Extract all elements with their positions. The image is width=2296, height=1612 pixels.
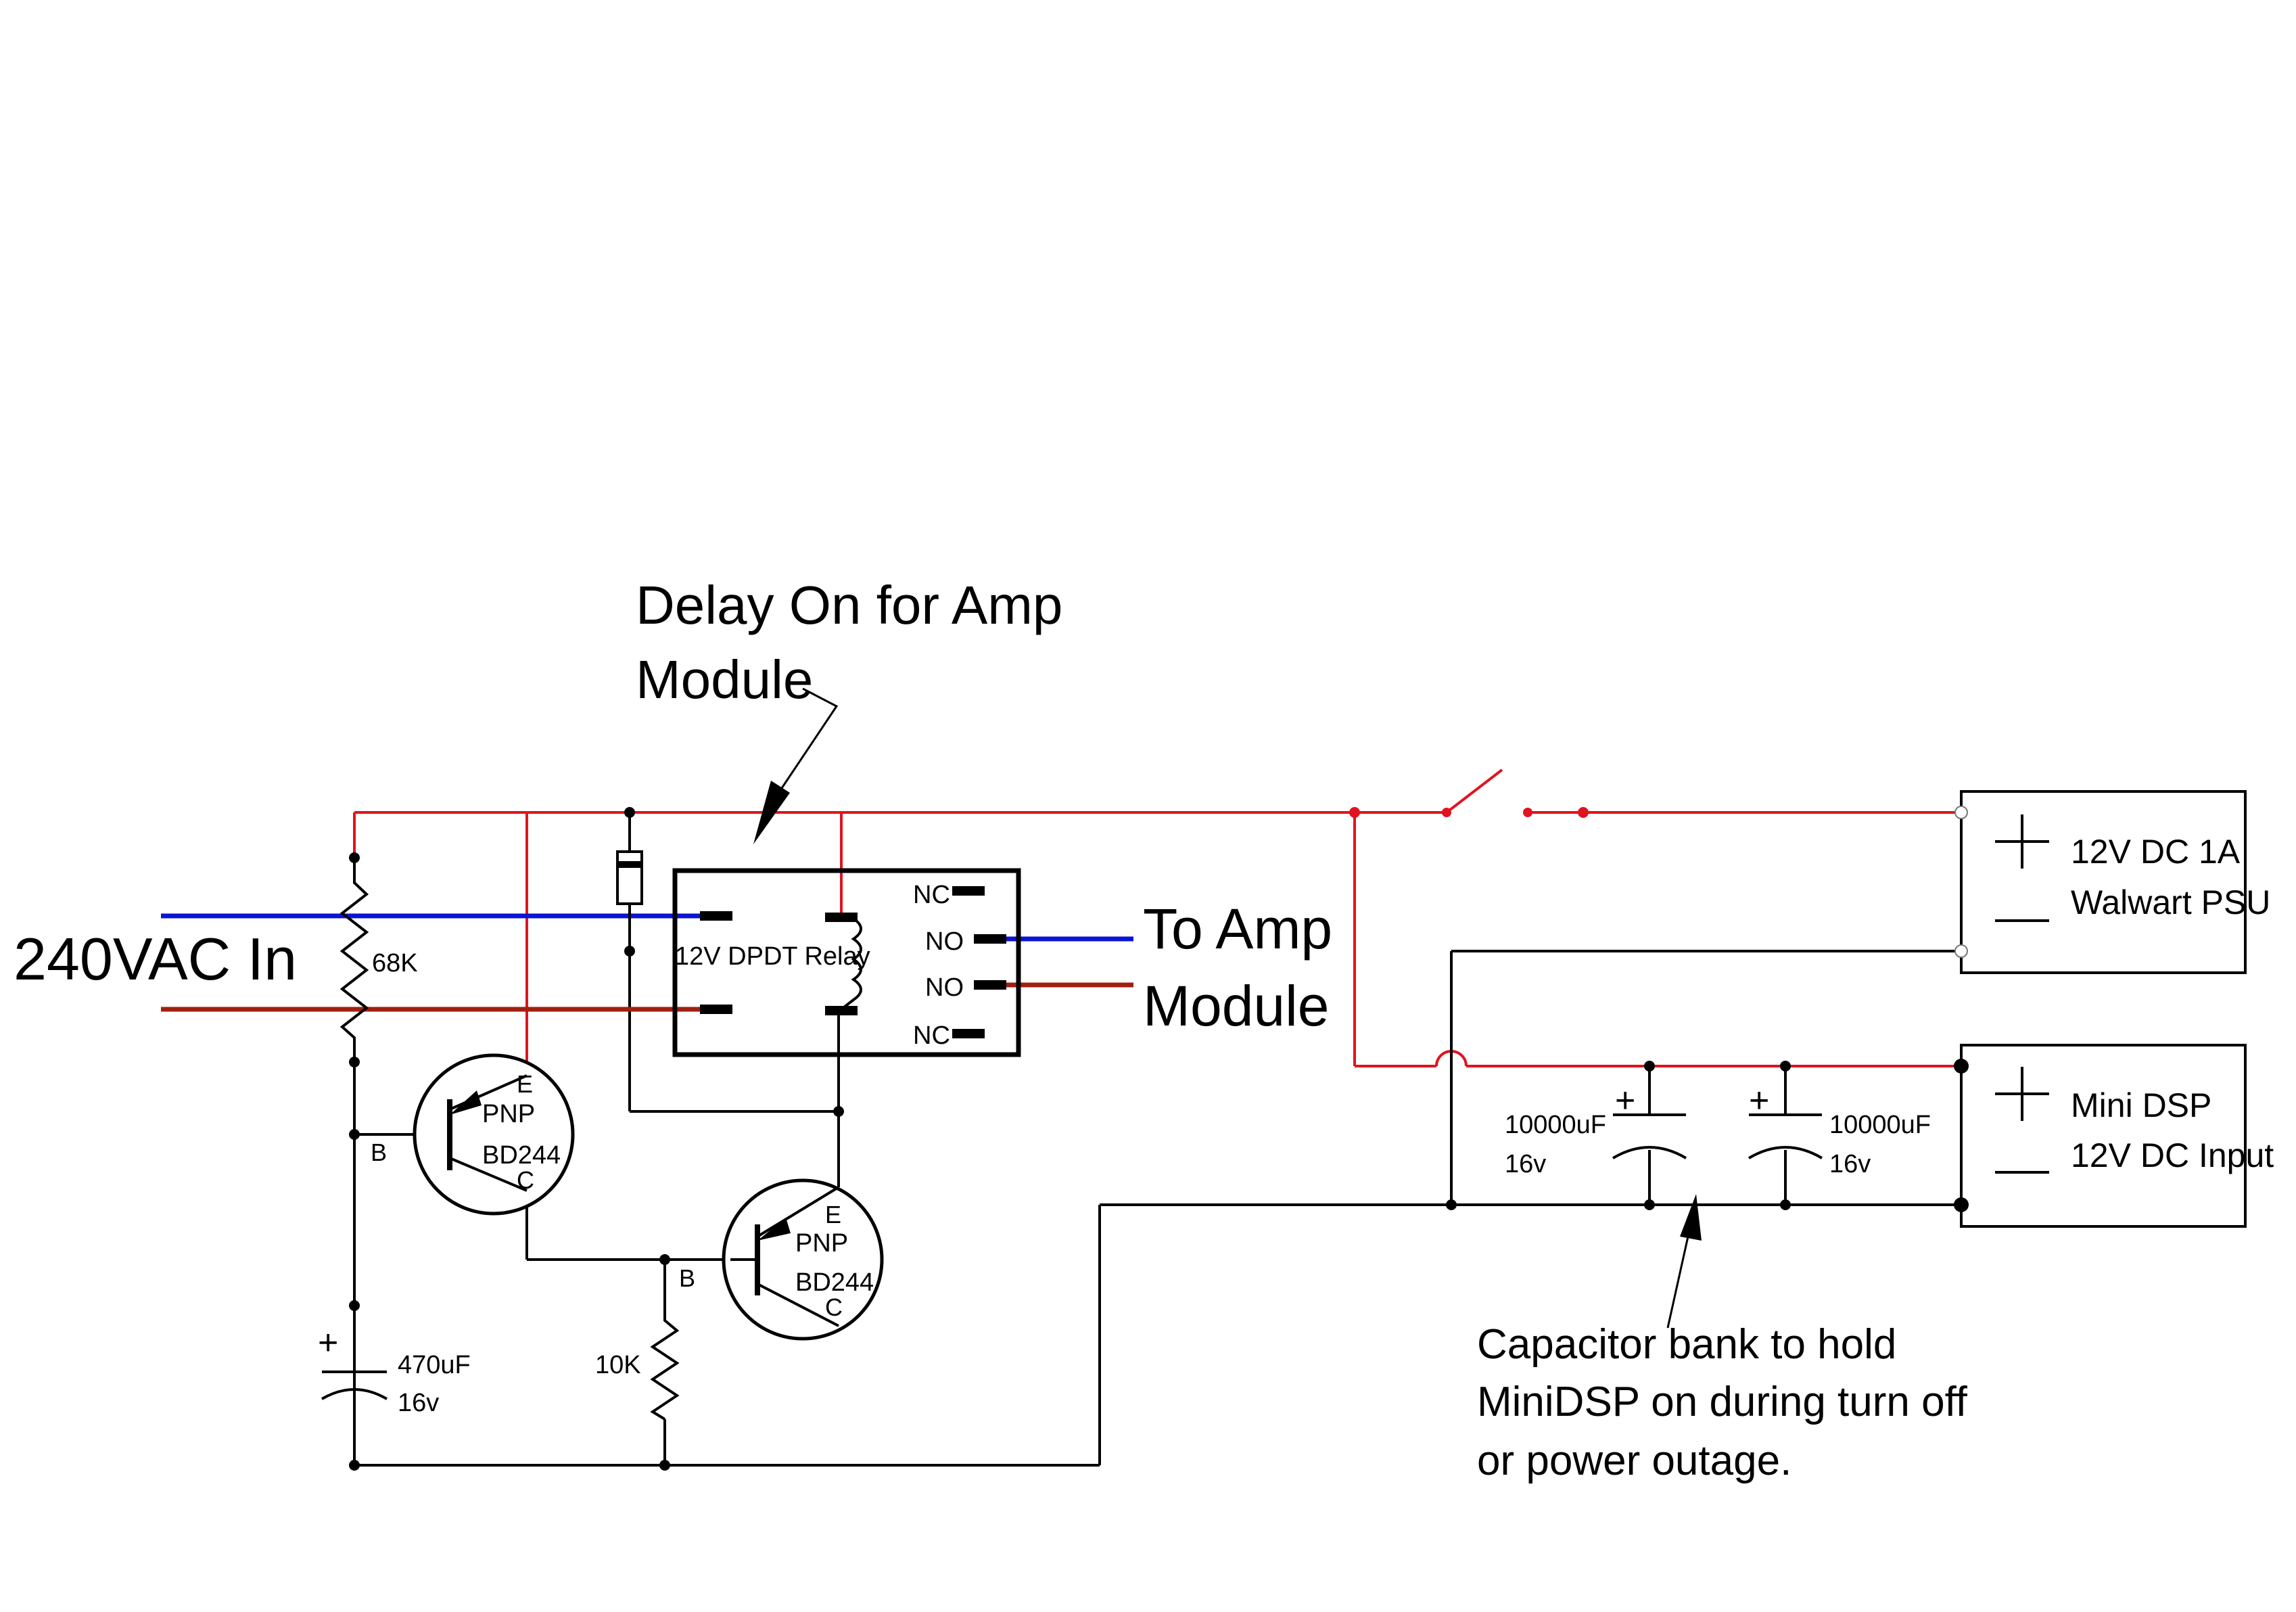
psu-block <box>1954 790 2247 974</box>
q1-base-pin: B <box>371 1138 387 1166</box>
q1-type: PNP <box>482 1100 535 1128</box>
relay-pin-nc-top: NC <box>913 881 950 909</box>
transistor-q1 <box>413 1053 575 1216</box>
dsp-label-line2: 12V DC Input <box>2071 1136 2274 1174</box>
junction-dots <box>349 807 1969 1471</box>
delay-note-line1: Delay On for Amp <box>636 575 1062 635</box>
q1-part: BD244 <box>482 1141 561 1170</box>
q1-collector-pin: C <box>517 1166 534 1194</box>
c3-plus: + <box>1749 1081 1769 1120</box>
relay-pin-no-top: NO <box>925 927 964 956</box>
power-switch <box>1442 808 1532 817</box>
c3-voltage: 16v <box>1829 1150 1871 1178</box>
positive-rail-wires <box>353 768 1961 1076</box>
capacitor-470uf <box>321 1371 388 1465</box>
relay-pin-no-bottom: NO <box>925 973 964 1002</box>
callout-arrows <box>753 687 1702 1329</box>
cap-bank-note-line1: Capacitor bank to hold <box>1477 1321 1896 1368</box>
cap-bank-note-line2: MiniDSP on during turn off <box>1477 1379 1968 1425</box>
dsp-label-line1: Mini DSP <box>2071 1086 2211 1124</box>
r2-value: 10K <box>595 1351 641 1379</box>
q2-base-pin: B <box>679 1264 695 1292</box>
c1-plus: + <box>318 1323 338 1362</box>
c3-value: 10000uF <box>1829 1111 1931 1139</box>
ac-input-label: 240VAC In <box>14 925 297 992</box>
to-amp-line1: To Amp <box>1143 897 1332 961</box>
q2-part: BD244 <box>795 1268 874 1297</box>
r1-value: 68K <box>372 949 418 977</box>
psu-label-line2: Walwart PSU <box>2071 883 2270 921</box>
flyback-diode <box>616 812 643 942</box>
relay-block <box>672 868 1021 1057</box>
capacitor-10000uf-right <box>1748 1113 1823 1159</box>
c2-voltage: 16v <box>1505 1150 1546 1178</box>
to-amp-line2: Module <box>1143 974 1330 1038</box>
minidsp-block <box>1960 1044 2247 1228</box>
q2-emitter-pin: E <box>825 1201 841 1228</box>
c1-voltage: 16v <box>398 1389 439 1417</box>
q2-collector-pin: C <box>825 1293 843 1321</box>
c2-plus: + <box>1615 1081 1635 1120</box>
relay-pin-nc-bottom: NC <box>913 1021 950 1050</box>
resistor-10k <box>650 1306 680 1421</box>
capacitor-10000uf-left <box>1612 1113 1687 1159</box>
delay-note-line2: Module <box>636 649 813 710</box>
q1-emitter-pin: E <box>517 1070 533 1098</box>
q2-type: PNP <box>795 1229 848 1258</box>
relay-coil <box>840 917 862 1011</box>
ac-wires <box>161 913 1133 1012</box>
c2-value: 10000uF <box>1505 1111 1606 1139</box>
psu-label-line1: 12V DC 1A <box>2071 833 2241 871</box>
transistor-q2 <box>722 1178 884 1341</box>
c1-value: 470uF <box>398 1351 471 1379</box>
resistor-68k <box>339 858 369 1062</box>
relay-label: 12V DPDT Relay <box>675 942 870 971</box>
cap-bank-note-line3: or power outage. <box>1477 1437 1791 1484</box>
